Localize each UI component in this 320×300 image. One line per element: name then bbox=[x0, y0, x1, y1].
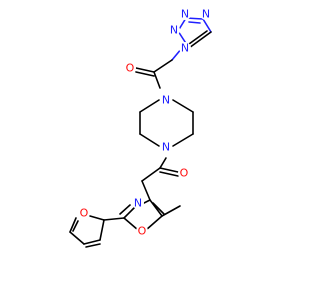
bond bbox=[141, 167, 161, 182]
molecule-diagram: N N N N O N N O N O O bbox=[69, 8, 212, 248]
atom-label-o-furan: O bbox=[80, 207, 89, 220]
bond bbox=[123, 217, 139, 231]
bond bbox=[119, 204, 131, 215]
bond bbox=[172, 99, 194, 113]
bond bbox=[153, 71, 161, 89]
bond bbox=[141, 180, 151, 201]
bond bbox=[139, 133, 160, 147]
atom-label-o-oxazole: O bbox=[138, 225, 147, 238]
bond bbox=[149, 199, 163, 217]
oxazole-ring bbox=[119, 199, 165, 231]
atom-labels: N N N N O N N O N O O bbox=[78, 8, 212, 238]
bond bbox=[72, 220, 79, 232]
bond bbox=[145, 215, 163, 231]
bond bbox=[135, 67, 155, 73]
furan-ring bbox=[69, 215, 105, 248]
atom-label-n1-piperazine: N bbox=[162, 94, 170, 107]
bond bbox=[103, 217, 125, 221]
atom-label-n4-piperazine: N bbox=[162, 141, 170, 154]
bond bbox=[188, 21, 201, 24]
atom-label-n3-tetrazole: N bbox=[181, 8, 189, 21]
atom-label-n-oxazole: N bbox=[134, 197, 142, 210]
atom-label-n2-tetrazole: N bbox=[170, 24, 178, 37]
bond bbox=[83, 239, 101, 245]
atom-label-n1-tetrazole: N bbox=[181, 42, 189, 55]
bond bbox=[153, 59, 173, 73]
bond bbox=[69, 231, 85, 245]
bond bbox=[188, 30, 208, 45]
bond bbox=[85, 243, 101, 248]
bond bbox=[139, 99, 160, 113]
bond bbox=[202, 18, 212, 33]
bond bbox=[159, 171, 179, 177]
bond bbox=[159, 167, 179, 173]
bond bbox=[69, 217, 77, 233]
atom-label-o-carbonyl-2: O bbox=[180, 167, 189, 180]
methyl-bond bbox=[161, 205, 181, 217]
atom-label-o-carbonyl-1: O bbox=[126, 62, 135, 75]
atom-label-n4-tetrazole: N bbox=[202, 8, 210, 21]
bond bbox=[172, 133, 194, 147]
bond bbox=[152, 202, 165, 215]
piperazine-ring bbox=[139, 99, 194, 147]
bond bbox=[123, 207, 135, 219]
bond bbox=[99, 219, 105, 241]
bond bbox=[89, 215, 105, 221]
molecule-structure: N N N N O N N O N O O bbox=[69, 8, 212, 248]
bond bbox=[135, 71, 155, 77]
bond bbox=[188, 31, 212, 49]
bond bbox=[159, 157, 167, 169]
